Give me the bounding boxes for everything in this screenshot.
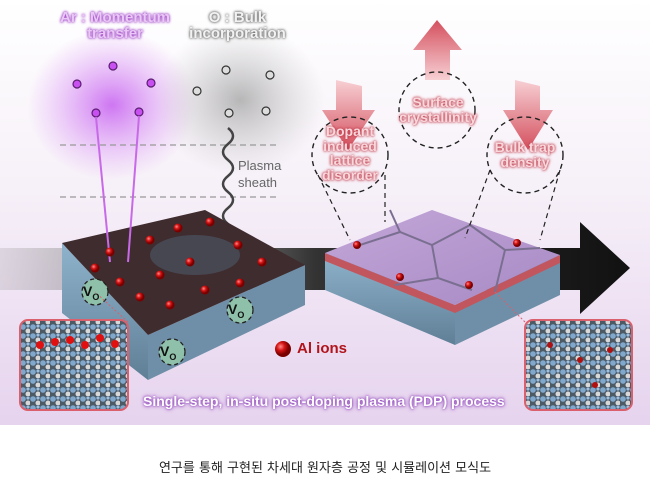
vacancy-symbol: V	[160, 343, 170, 359]
process-flow-arrow	[0, 222, 630, 314]
ar-ions	[72, 61, 156, 118]
plasma-sheath-label: Plasma sheath	[238, 158, 282, 190]
vacancy-subscript: O	[237, 309, 245, 320]
oxygen-plasma-glow	[155, 25, 325, 175]
increase-arrow-surface	[413, 20, 462, 80]
figure-caption: 연구를 통해 구현된 차세대 원자층 공정 및 시뮬레이션 모식도	[158, 461, 492, 476]
right-simulation-inset	[494, 291, 633, 411]
ar-label: Ar : Momentum transfer	[60, 9, 170, 42]
vacancy-subscript: O	[92, 291, 100, 302]
oxygen-atoms	[192, 65, 275, 118]
al-ions-left	[90, 217, 267, 310]
al-ion-legend-ball	[275, 341, 291, 357]
vacancy-symbol: V	[228, 301, 238, 317]
vacancy-label: VO	[228, 301, 244, 320]
plasma-sheath-boundaries	[60, 144, 280, 198]
pdp-process-illustration	[0, 0, 650, 425]
vacancy-label: VO	[160, 343, 176, 362]
right-slab	[325, 209, 560, 345]
vacancy-subscript: O	[169, 351, 177, 362]
oxygen-vacancies	[81, 278, 254, 366]
left-simulation-inset	[19, 291, 129, 411]
ar-plasma-glow	[27, 30, 197, 180]
decrease-arrow-dopant	[322, 80, 375, 150]
oxygen-label: O : Bulk incorporation	[189, 9, 286, 42]
bulk-trap-density-label: Bulk trap density	[494, 139, 556, 170]
vacancy-symbol: V	[83, 283, 93, 299]
property-circles	[311, 71, 564, 194]
vacancy-label: VO	[83, 283, 99, 302]
process-title: Single-step, in-situ post-doping plasma …	[143, 393, 505, 409]
al-ions-label: Al ions	[297, 340, 348, 357]
decrease-arrow-bulk-trap	[503, 80, 553, 150]
dopant-disorder-label: Dopant induced lattice disorder	[321, 123, 378, 184]
surface-crystallinity-label: Surface crystallinity	[399, 94, 477, 125]
ar-ion-trajectories	[95, 115, 140, 263]
left-slab	[62, 210, 305, 380]
